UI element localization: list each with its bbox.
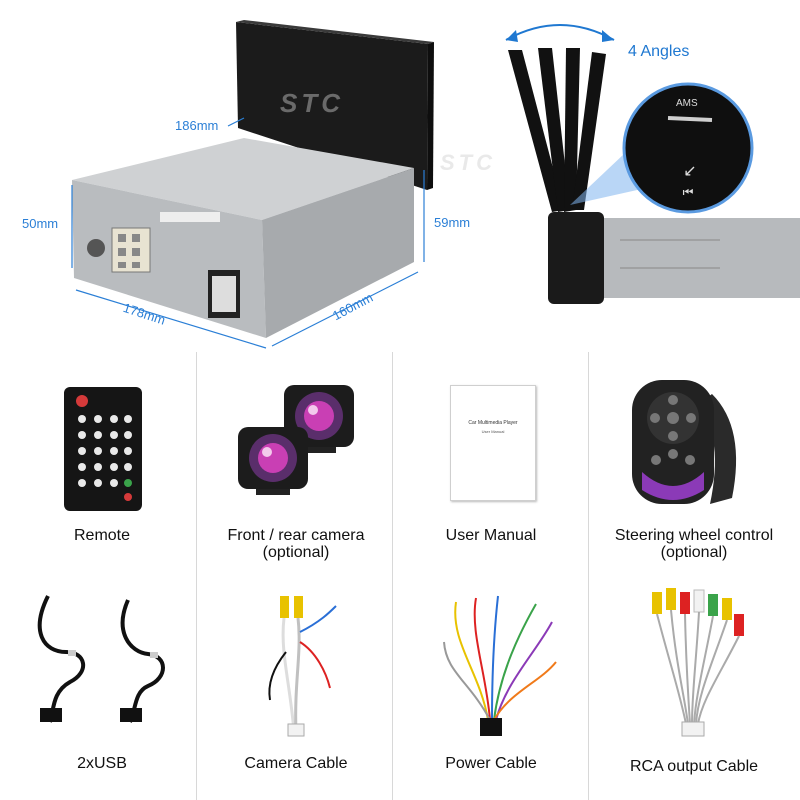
- grid-divider-1: [196, 352, 197, 800]
- steering-control-image: [632, 380, 737, 504]
- remote-image: [64, 387, 142, 511]
- svg-text:⏮: ⏮: [683, 185, 694, 199]
- caption-usb: 2xUSB: [77, 755, 127, 772]
- head-unit-illustration: [71, 20, 434, 349]
- manual-image: Car Multimedia Player User Manual: [450, 385, 536, 501]
- svg-text:↙: ↙: [683, 161, 696, 180]
- caption-rca-cable: RCA output Cable: [629, 758, 759, 775]
- caption-camera-cable: Camera Cable: [244, 755, 348, 772]
- brand-watermark-top: STC: [280, 88, 344, 118]
- manual-subtitle: User Manual: [481, 429, 505, 434]
- power-cable-image: [443, 595, 557, 736]
- caption-manual: User Manual: [445, 527, 537, 544]
- caption-steering: Steering wheel control (optional): [614, 527, 774, 561]
- angles-label: 4 Angles: [628, 43, 690, 60]
- caption-camera: Front / rear camera (optional): [227, 527, 365, 561]
- manual-title: Car Multimedia Player: [468, 420, 518, 426]
- brand-watermark-right: STC: [440, 150, 496, 175]
- camera-cable-image: [268, 596, 337, 737]
- grid-divider-3: [588, 352, 589, 800]
- ams-label: AMS: [676, 98, 698, 109]
- dimension-height-right: 59mm: [434, 215, 471, 230]
- panel-angle-illustration: ↙ ⏮: [505, 24, 800, 304]
- caption-remote: Remote: [73, 527, 131, 544]
- caption-power-cable: Power Cable: [445, 755, 537, 772]
- grid-divider-2: [392, 352, 393, 800]
- camera-image: [238, 385, 354, 495]
- usb-cables-image: [37, 595, 165, 723]
- dimension-screen-width: 186mm: [175, 118, 219, 133]
- dimension-height-left: 50mm: [22, 216, 59, 231]
- rca-cable-image: [652, 588, 744, 737]
